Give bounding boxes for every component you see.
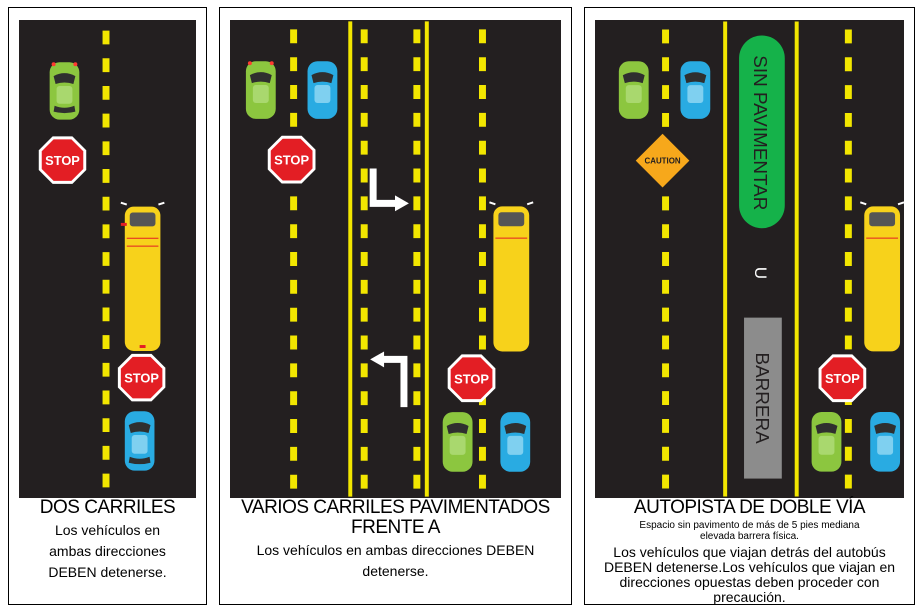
- green-car: [245, 61, 276, 119]
- panel-divided-highway: CAUTION SIN PAVIMENTAR U BARRERA: [584, 7, 915, 605]
- stop-label: STOP: [274, 153, 309, 168]
- median-unpaved-label: SIN PAVIMENTAR: [750, 55, 771, 210]
- lane-dashed-lines: [290, 29, 486, 497]
- panel-note: Espacio sin pavimento de más de 5 pies m…: [639, 520, 860, 542]
- turn-arrow-up-left: [370, 351, 408, 408]
- blue-car: [870, 412, 901, 472]
- median-connector-label: U: [751, 267, 770, 279]
- panel-title: VARIOS CARRILES PAVIMENTADOS FRENTE A: [241, 497, 550, 538]
- panel-two-lanes: STOP STOP: [8, 7, 207, 605]
- stop-label: STOP: [454, 371, 489, 386]
- school-bus: [120, 201, 165, 351]
- road-multi-lanes: STOP STOP: [230, 20, 561, 498]
- lane-dashed-lines: [662, 29, 852, 497]
- green-car: [811, 412, 842, 472]
- stop-sign: STOP: [117, 353, 166, 402]
- stop-label: STOP: [825, 371, 860, 386]
- stop-sign: STOP: [447, 354, 496, 403]
- blue-car: [124, 411, 155, 471]
- stop-sign: STOP: [818, 354, 867, 403]
- median-barrier-label: BARRERA: [752, 353, 773, 445]
- stop-sign: STOP: [267, 135, 316, 184]
- green-car: [618, 61, 649, 119]
- stop-sign: STOP: [38, 136, 87, 184]
- panel-body: Los vehículos en ambas direcciones DEBEN…: [256, 542, 535, 579]
- green-car: [442, 412, 473, 472]
- caution-label: CAUTION: [644, 157, 680, 166]
- median-unpaved: SIN PAVIMENTAR: [739, 35, 785, 229]
- panel-body: Los vehículos que viajan detrás del auto…: [603, 544, 896, 605]
- road-multi-lanes-drawing: STOP STOP: [245, 21, 534, 497]
- road-divided-highway-drawing: CAUTION SIN PAVIMENTAR U BARRERA: [618, 21, 904, 497]
- caution-sign: CAUTION: [632, 130, 693, 191]
- blue-car: [500, 412, 531, 472]
- center-solid-lines: [348, 21, 429, 497]
- panel-title: AUTOPISTA DE DOBLE VÍA: [633, 497, 866, 518]
- school-bus: [489, 201, 534, 352]
- panel-body: Los vehículos en ambas direcciones DEBEN…: [48, 522, 167, 580]
- panel-multi-lanes: STOP STOP: [219, 7, 572, 605]
- blue-car: [307, 61, 338, 119]
- stop-label: STOP: [45, 153, 80, 168]
- school-bus: [859, 201, 904, 352]
- stop-label: STOP: [124, 371, 159, 386]
- median-solid-lines: [723, 21, 799, 497]
- blue-car: [680, 61, 711, 119]
- panel-title: DOS CARRILES: [39, 497, 176, 518]
- green-car: [49, 62, 80, 120]
- turn-arrow-down-right: [369, 168, 409, 212]
- road-two-lanes-drawing: STOP STOP: [38, 30, 166, 496]
- road-two-lanes: STOP STOP: [19, 20, 196, 498]
- median-barrier: BARRERA: [744, 317, 782, 479]
- road-divided-highway: CAUTION SIN PAVIMENTAR U BARRERA: [595, 20, 904, 498]
